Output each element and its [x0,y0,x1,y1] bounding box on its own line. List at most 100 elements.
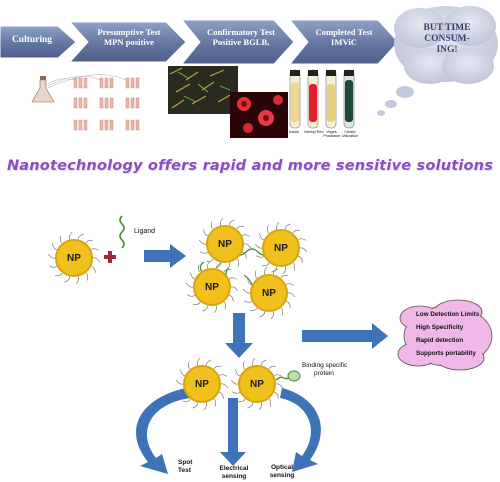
ligand-hair [258,402,263,411]
ligand-hair [285,283,295,286]
ligand-hair [85,239,94,244]
ligand-hair [228,219,235,226]
ligand-hair [196,357,201,366]
tube-label-indole: Indole [288,130,300,134]
ligand-hair [48,253,56,259]
ligand-hair [176,379,184,385]
ligand-hair [182,398,191,403]
ligand-hair [242,251,247,259]
ligand-hair [68,231,73,240]
step-confirmatory-sub: Positive BGLB, [212,37,270,47]
benefit-low-detection: Low Detection Limits [416,311,480,318]
ligand-hair [249,307,258,312]
step-completed-label: Completed Test [315,27,373,37]
bglb-micrograph [168,66,238,114]
output-electrical-line1: Electrical [219,465,249,472]
ligand-hair [274,391,279,399]
ligand-hair [299,247,307,253]
arrow-down [225,313,253,358]
nanoparticle-conjugate-4: NP [250,274,288,312]
ligand-hair [220,383,228,389]
ligand-hair [275,221,280,230]
nanoparticle-hairs [48,217,307,411]
ligand-hair [203,402,208,411]
ligand-hair [218,374,228,377]
ligand-hair [230,286,238,292]
ligand-hair [229,294,234,302]
ligand-hair [90,248,100,251]
arrow-spot-test [136,388,190,474]
arrow-optical [280,388,321,472]
ligand-hair [275,383,283,389]
tube-label-vp: Voges-Proskauer [323,130,341,139]
imvic-tubes [289,69,355,129]
step-presumptive-label: Presumptive Test [97,27,161,37]
cloud-text-1: BUT TIME [423,23,471,33]
ligand-hair [268,365,277,370]
step-culturing-label: Culturing [11,35,53,45]
ligand-hair [215,262,222,269]
ligand-hair [219,391,224,399]
output-spot-line2: Test [178,467,191,474]
ligand-hair [297,238,307,241]
nanoparticle-sensor-2: NP [238,365,276,403]
mpn-tubes-illustration [31,74,140,131]
ligand-hair [280,307,284,316]
ligand-hair [202,305,209,312]
time-consuming-cloud [377,6,498,116]
ligand-hair [287,292,295,298]
ligand-hair [247,402,254,409]
ligand-hair [64,276,71,283]
output-electrical-line2: sensing [221,473,247,480]
ligand-hair [292,229,301,234]
ligand-hair [260,359,267,366]
ligand-hair [75,276,80,285]
binding-label-1: Binding specific [302,362,348,369]
ligand-label: Ligand [134,228,156,235]
ligand-hair [199,239,207,245]
ligand-hair [298,255,303,263]
workflow-chevrons [0,19,399,65]
ligand-hair [205,359,212,366]
banner-text: Nanotechnology offers rapid and more sen… [6,158,494,174]
nanoparticle-sensor-1: NP [183,365,221,403]
ligand-hair [223,301,227,310]
ligand-hair [268,398,272,407]
ligand-hair [192,402,199,409]
ligand-hair [251,357,256,366]
ligand-hair [261,262,270,267]
ligand-hair [271,266,278,273]
ligand-hair [92,257,100,263]
ligand-hair [282,266,287,275]
output-spot-line1: Spot [178,459,193,466]
nanoparticle-free: NP [55,239,93,277]
ligand-hair [292,262,296,271]
ligand-hair [213,365,222,370]
step-confirmatory-label: Confirmatory Test [206,27,276,37]
ligand-hair [241,234,251,237]
ligand-squiggle [119,215,125,249]
tube-label-methyl-red: Methyl Red [304,130,324,134]
ligand-hair [213,398,217,407]
nanoparticle-conjugate-3: NP [193,268,231,306]
arrow-to-conjugates [144,244,186,268]
benefit-portability: Supports portability [416,350,476,357]
output-optical-line2: sensing [269,472,295,479]
step-completed-sub: IMViC [331,37,357,47]
arrow-electrical [220,398,246,466]
ligand-hair [231,379,239,385]
nanoparticle-conjugate-1: NP [206,225,244,263]
cloud-text-2: CONSUM- [424,34,470,44]
ligand-hair [85,272,89,281]
ligand-hair [263,266,268,275]
chevron-presumptive [68,21,187,63]
ligand-hair [236,258,240,267]
ligand-hair [219,217,224,226]
ligand-hair [223,268,232,273]
arrow-to-benefits [302,323,388,349]
output-optical-line1: Optical [270,464,294,471]
ligand-hair [206,260,211,269]
ligand-hair [186,282,194,288]
